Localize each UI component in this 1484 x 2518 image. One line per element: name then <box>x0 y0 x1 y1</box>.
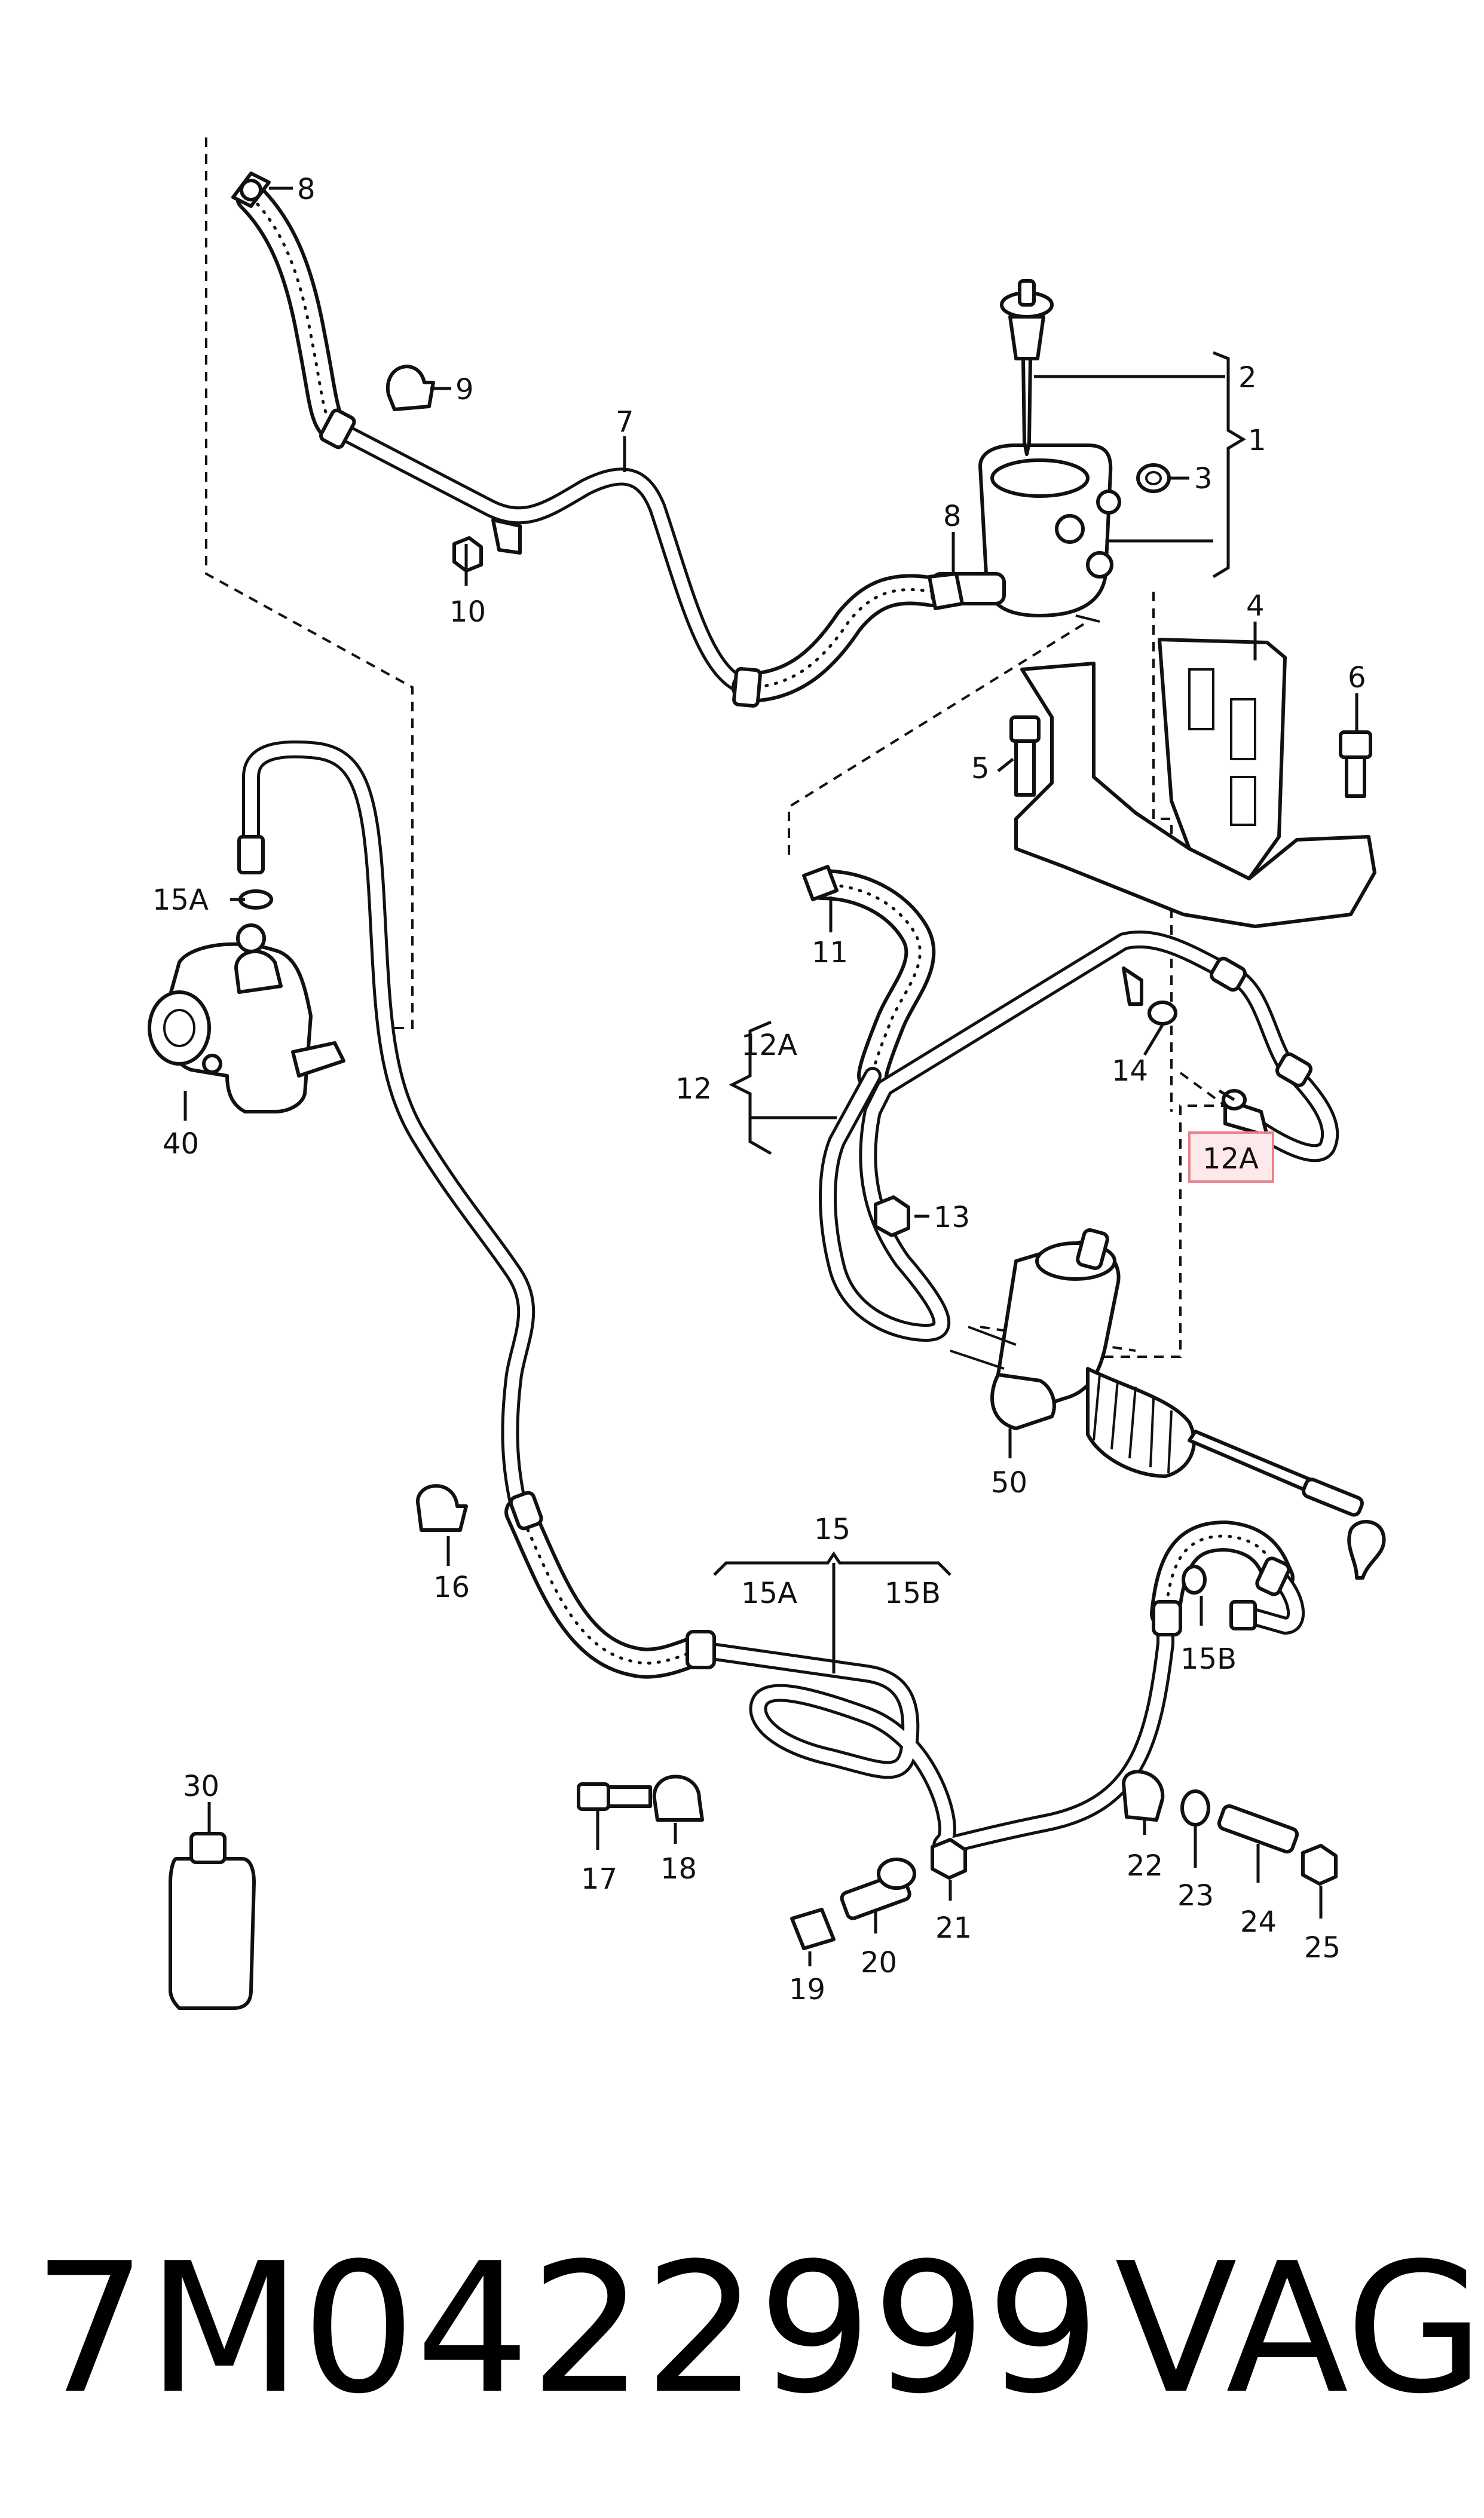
nut-25 <box>1301 1844 1338 1886</box>
leader-lines <box>183 186 1358 1966</box>
label-18: 18 <box>660 1852 697 1886</box>
label-40: 40 <box>163 1127 199 1161</box>
seal-ring-14 <box>1148 1001 1177 1026</box>
label-11: 11 <box>812 936 848 969</box>
hollow-bolt-20 <box>840 1858 916 1920</box>
part-labels: 8 2 3 1 9 7 8 10 4 5 6 11 15A 12A 12 14 … <box>152 173 1366 2006</box>
label-21: 21 <box>935 1911 972 1945</box>
label-12a-highlight: 12A <box>1203 1142 1259 1176</box>
label-3: 3 <box>1194 462 1213 495</box>
label-15a-left: 15A <box>152 883 209 917</box>
hose-clamp-9 <box>385 365 435 411</box>
label-25: 25 <box>1304 1931 1341 1965</box>
label-22: 22 <box>1127 1849 1163 1883</box>
dipstick-cap <box>1000 279 1054 456</box>
fluid-bottle-30 <box>169 1832 256 2010</box>
label-8-mid: 8 <box>943 500 962 533</box>
nut-21 <box>931 1838 967 1880</box>
clamp-18 <box>652 1774 704 1822</box>
label-19: 19 <box>789 1973 825 2006</box>
label-8-top: 8 <box>297 173 316 206</box>
seal-ring-15b <box>1182 1565 1207 1595</box>
label-15b-group: 15B <box>885 1577 941 1610</box>
label-4: 4 <box>1246 589 1265 623</box>
label-13: 13 <box>934 1201 970 1234</box>
steering-rack <box>950 1228 1386 1580</box>
label-15b-right: 15B <box>1180 1642 1237 1676</box>
label-16: 16 <box>433 1571 470 1604</box>
label-12: 12 <box>675 1072 712 1106</box>
label-14: 14 <box>1112 1054 1148 1088</box>
pressure-pipe-12 <box>819 930 1339 1342</box>
label-15: 15 <box>814 1513 850 1546</box>
bolt-17 <box>577 1782 652 1811</box>
label-17: 17 <box>581 1862 617 1896</box>
label-50: 50 <box>991 1466 1027 1500</box>
label-15a-group: 15A <box>741 1577 797 1610</box>
highlight-box-12a <box>1188 1131 1274 1183</box>
washer-23 <box>1180 1789 1210 1826</box>
label-23: 23 <box>1177 1879 1214 1913</box>
caption: 7M0422999 VAG <box>33 2225 1484 2433</box>
label-24: 24 <box>1240 1905 1277 1939</box>
power-steering-pump <box>148 923 345 1113</box>
clamp-22 <box>1122 1770 1165 1822</box>
label-5: 5 <box>971 752 990 785</box>
label-7: 7 <box>616 405 634 439</box>
label-30: 30 <box>183 1770 219 1803</box>
seal-ring-3 <box>1136 463 1171 493</box>
brand-caption: VAG <box>1115 2225 1484 2433</box>
hose-11 <box>802 865 936 1091</box>
clip-16 <box>416 1484 468 1532</box>
label-10: 10 <box>449 595 486 629</box>
reservoir-bracket <box>1014 638 1376 928</box>
hose-clamp-8-top <box>231 172 271 208</box>
bolt-5 <box>1009 715 1041 797</box>
label-1: 1 <box>1248 424 1266 457</box>
hollow-bolt-24 <box>1217 1804 1299 1854</box>
pressure-line-15 <box>237 740 1305 1855</box>
label-9: 9 <box>455 373 474 406</box>
speed-nut-19 <box>790 1908 836 1950</box>
label-20: 20 <box>861 1946 897 1979</box>
nut-13 <box>874 1195 910 1237</box>
return-hose-upper <box>235 182 948 708</box>
hose-clamp-8-mid <box>928 572 964 610</box>
label-2: 2 <box>1238 361 1257 394</box>
bolt-6 <box>1339 730 1372 798</box>
label-6: 6 <box>1348 661 1366 694</box>
label-12a-group: 12A <box>741 1029 797 1062</box>
part-number-caption: 7M0422999 <box>33 2225 1100 2433</box>
